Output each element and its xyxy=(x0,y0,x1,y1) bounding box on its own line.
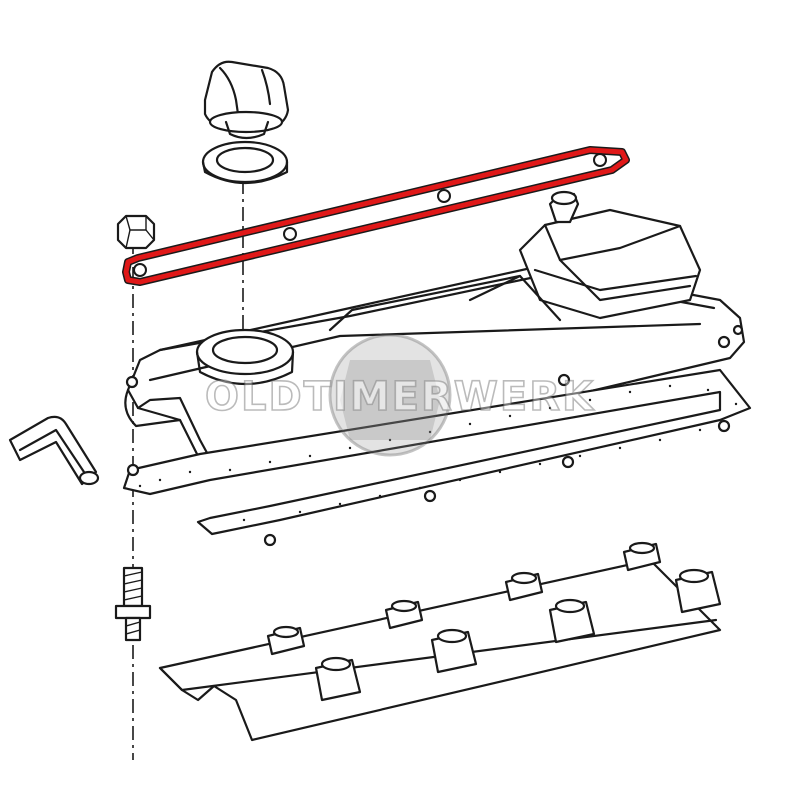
breather-hose xyxy=(8,415,100,486)
baffle-plate xyxy=(158,541,722,742)
nut xyxy=(116,214,156,250)
oil-filler-cap xyxy=(203,60,290,140)
cover-gasket xyxy=(122,368,752,547)
watermark-text: OLDTIMERWERK xyxy=(205,374,595,420)
cap-seal xyxy=(201,140,289,185)
gasket-highlighted xyxy=(122,146,630,286)
stud xyxy=(114,566,152,642)
watermark: OLDTIMERWERK xyxy=(204,333,595,457)
rocker-cover xyxy=(124,190,746,472)
